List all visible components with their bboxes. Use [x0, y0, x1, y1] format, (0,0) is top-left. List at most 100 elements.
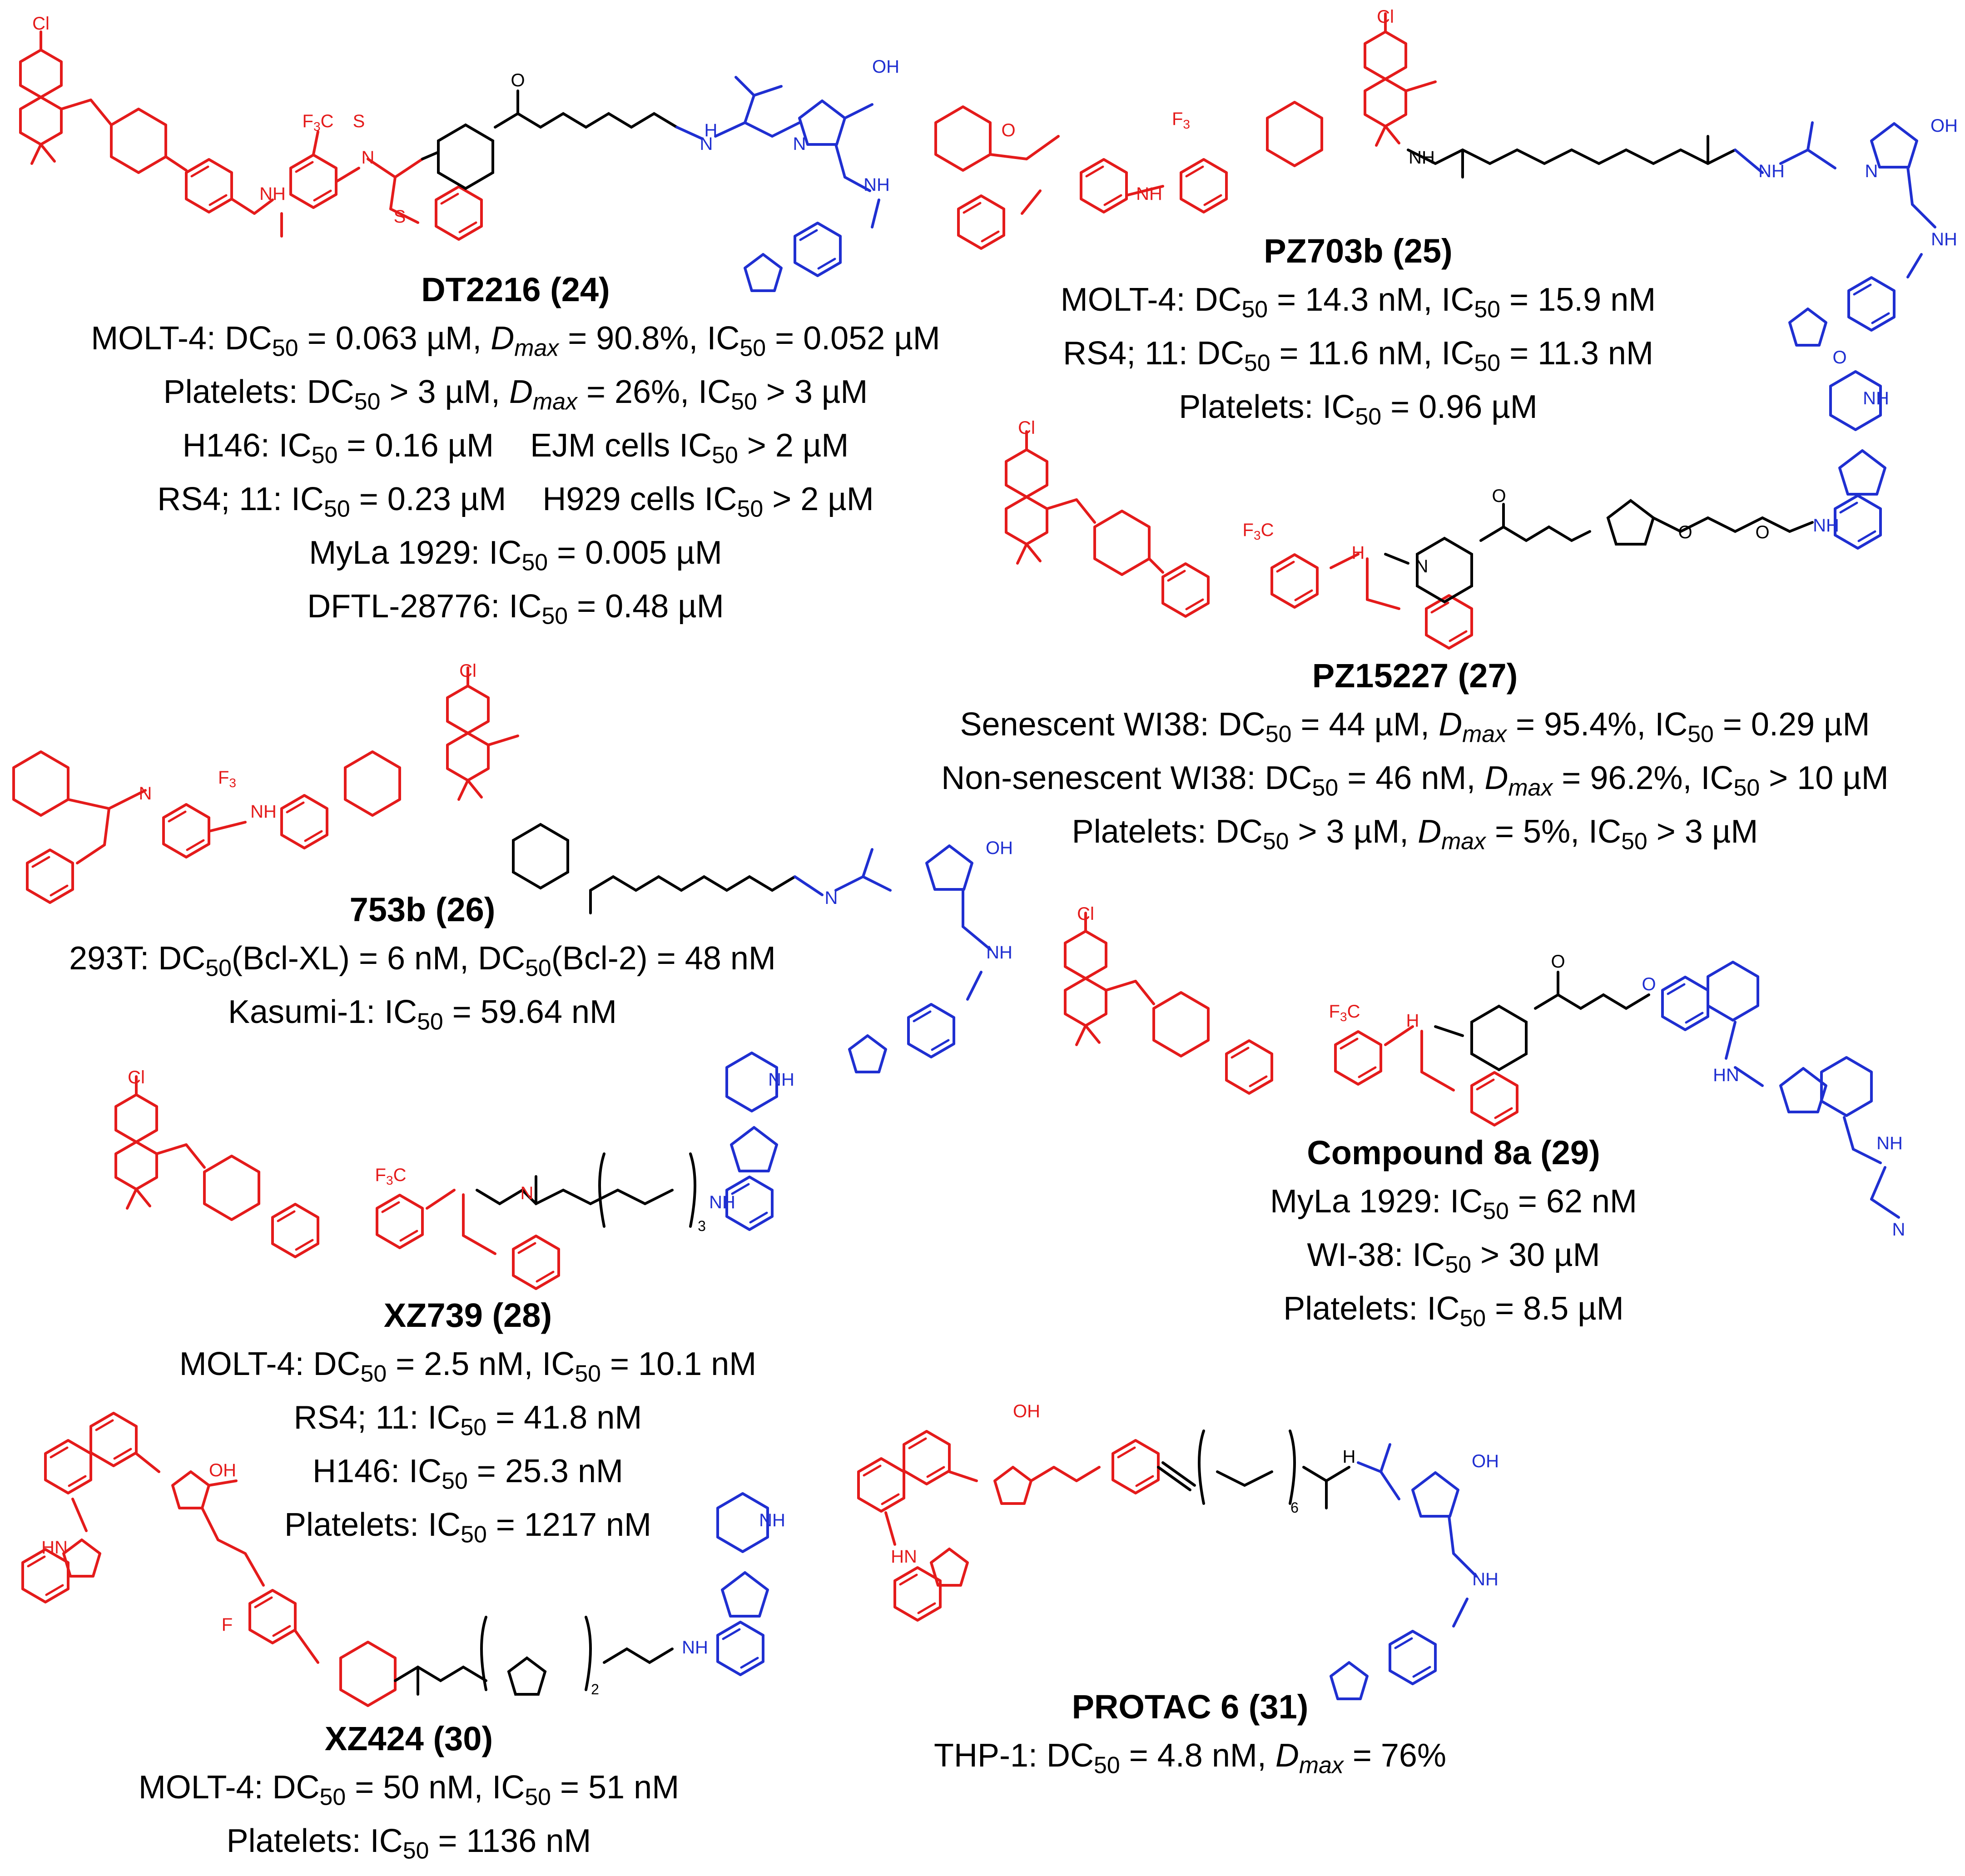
activity-line: H146: IC50 = 0.16 µM EJM cells IC50 > 2 …	[182, 427, 849, 468]
svg-text:HN: HN	[1713, 1065, 1739, 1085]
activity-line: Platelets: DC50 > 3 µM, Dmax = 5%, IC50 …	[1072, 814, 1758, 854]
svg-text:Cl: Cl	[1377, 7, 1394, 27]
caption-753b: 753b (26) 293T: DC50(Bcl-XL) = 6 nM, DC5…	[9, 888, 836, 1039]
activity-lines: Senescent WI38: DC50 = 44 µM, Dmax = 95.…	[872, 698, 1958, 859]
svg-text:N: N	[1892, 1220, 1905, 1240]
svg-text:N: N	[1415, 556, 1429, 576]
structure-pz703b: Cl F3 O NH NH NH OH N NH	[936, 7, 1958, 345]
svg-text:Cl: Cl	[1077, 904, 1094, 924]
svg-text:NH: NH	[1876, 1133, 1903, 1153]
svg-text:NH: NH	[1813, 516, 1839, 536]
svg-text:3: 3	[698, 1218, 706, 1234]
svg-text:OH: OH	[986, 838, 1013, 858]
activity-line: Senescent WI38: DC50 = 44 µM, Dmax = 95.…	[960, 706, 1870, 747]
structure-pz15227: Cl F3C H N O O O NH NH O	[1006, 347, 1889, 648]
svg-text:NH: NH	[259, 184, 286, 204]
compound-name: XZ424 (30)	[324, 1720, 493, 1757]
svg-text:N: N	[1865, 161, 1878, 181]
svg-text:HN: HN	[41, 1538, 68, 1558]
activity-line: MOLT-4: DC50 = 14.3 nM, IC50 = 15.9 nM	[1060, 282, 1656, 323]
activity-line: Kasumi-1: IC50 = 59.64 nM	[228, 994, 617, 1035]
activity-lines: THP-1: DC50 = 4.8 nM, Dmax = 76%	[872, 1729, 1508, 1782]
svg-text:OH: OH	[1013, 1401, 1040, 1421]
compound-name: PROTAC 6 (31)	[1072, 1688, 1309, 1726]
structure-protac-6: OH HN 6 H OH NH	[858, 1401, 1499, 1699]
activity-line: RS4; 11: IC50 = 41.8 nM	[293, 1400, 642, 1440]
svg-text:OH: OH	[872, 57, 899, 77]
svg-text:O: O	[1551, 952, 1565, 972]
svg-text:F3C: F3C	[1329, 1002, 1360, 1024]
svg-text:N: N	[700, 134, 713, 154]
svg-text:O: O	[1001, 120, 1015, 140]
activity-line: Platelets: IC50 = 8.5 µM	[1283, 1290, 1624, 1331]
caption-xz739: XZ739 (28) MOLT-4: DC50 = 2.5 nM, IC50 =…	[114, 1294, 822, 1552]
svg-text:NH: NH	[768, 1070, 794, 1090]
caption-dt2216: DT2216 (24) MOLT-4: DC50 = 0.063 µM, Dma…	[27, 268, 1004, 633]
structure-xz739: Cl F3C N 3 NH NH	[116, 1053, 794, 1289]
activity-line: MyLa 1929: IC50 = 0.005 µM	[309, 535, 722, 576]
svg-text:NH: NH	[1472, 1569, 1499, 1589]
svg-text:NH: NH	[1931, 229, 1957, 249]
svg-text:Cl: Cl	[32, 14, 50, 34]
svg-text:NH: NH	[709, 1192, 735, 1212]
svg-text:O: O	[1755, 522, 1769, 542]
structure-xz424: OH F HN 2 NH NH	[23, 1413, 785, 1706]
caption-pz15227: PZ15227 (27) Senescent WI38: DC50 = 44 µ…	[872, 654, 1958, 859]
svg-text:N: N	[362, 148, 375, 168]
compound-name: 753b (26)	[349, 891, 496, 928]
svg-text:F3C: F3C	[1243, 520, 1274, 542]
activity-line: Platelets: IC50 = 1217 nM	[284, 1507, 652, 1548]
activity-lines: MOLT-4: DC50 = 2.5 nM, IC50 = 10.1 nM RS4…	[114, 1337, 822, 1552]
svg-text:N: N	[139, 784, 152, 804]
svg-text:O: O	[1678, 522, 1692, 542]
compound-name: PZ15227 (27)	[1312, 657, 1518, 695]
caption-compound-8a: Compound 8a (29) MyLa 1929: IC50 = 62 nM…	[1204, 1131, 1703, 1335]
svg-text:F3C: F3C	[303, 111, 334, 134]
structure-compound-8a: Cl F3C H O O HN NH N	[1065, 904, 1905, 1240]
svg-text:HN: HN	[891, 1547, 917, 1567]
svg-text:O: O	[1492, 486, 1506, 506]
svg-text:NH: NH	[1863, 388, 1889, 408]
activity-line: DFTL-28776: IC50 = 0.48 µM	[307, 588, 724, 629]
activity-line: MOLT-4: DC50 = 0.063 µM, Dmax = 90.8%, I…	[91, 320, 940, 361]
svg-text:OH: OH	[209, 1460, 236, 1480]
svg-text:F3C: F3C	[375, 1165, 407, 1187]
structure-dt2216: Cl F3C S NH N S N H N OH NH O	[20, 14, 899, 291]
svg-text:N: N	[521, 1183, 534, 1203]
activity-line: Platelets: IC50 = 0.96 µM	[1179, 389, 1538, 430]
caption-xz424: XZ424 (30) MOLT-4: DC50 = 50 nM, IC50 = …	[91, 1717, 727, 1868]
svg-text:F: F	[222, 1615, 233, 1635]
svg-text:H: H	[1406, 1011, 1419, 1031]
activity-line: MOLT-4: DC50 = 2.5 nM, IC50 = 10.1 nM	[179, 1346, 757, 1387]
activity-line: WI-38: IC50 > 30 µM	[1307, 1237, 1600, 1278]
svg-text:N: N	[825, 888, 838, 908]
structure-753b: Cl F3 N NH N OH NH	[14, 661, 1013, 1072]
svg-text:O: O	[1642, 974, 1656, 994]
svg-text:F3: F3	[218, 768, 236, 790]
svg-text:H: H	[705, 120, 718, 140]
activity-lines: 293T: DC50(Bcl-XL) = 6 nM, DC50(Bcl-2) =…	[9, 932, 836, 1039]
svg-text:H: H	[1352, 543, 1365, 563]
activity-line: Non-senescent WI38: DC50 = 46 nM, Dmax =…	[941, 760, 1889, 801]
svg-text:S: S	[353, 111, 365, 131]
svg-text:NH: NH	[863, 175, 890, 195]
activity-line: Platelets: DC50 > 3 µM, Dmax = 26%, IC50…	[163, 374, 868, 415]
svg-text:S: S	[394, 207, 406, 227]
svg-text:O: O	[1832, 347, 1846, 367]
compound-name: Compound 8a (29)	[1307, 1134, 1600, 1171]
svg-text:2: 2	[591, 1681, 599, 1697]
svg-text:N: N	[793, 134, 806, 154]
caption-pz703b: PZ703b (25) MOLT-4: DC50 = 14.3 nM, IC50…	[1036, 229, 1681, 434]
svg-text:OH: OH	[1472, 1451, 1499, 1471]
svg-text:NH: NH	[1758, 161, 1785, 181]
activity-line: RS4; 11: DC50 = 11.6 nM, IC50 = 11.3 nM	[1063, 335, 1653, 376]
svg-text:Cl: Cl	[1018, 418, 1035, 438]
svg-text:H: H	[1343, 1447, 1356, 1467]
svg-text:6: 6	[1290, 1499, 1299, 1516]
compound-name: PZ703b (25)	[1264, 232, 1453, 270]
svg-text:NH: NH	[682, 1638, 708, 1658]
svg-text:OH: OH	[1930, 116, 1958, 136]
svg-text:Cl: Cl	[128, 1067, 145, 1087]
